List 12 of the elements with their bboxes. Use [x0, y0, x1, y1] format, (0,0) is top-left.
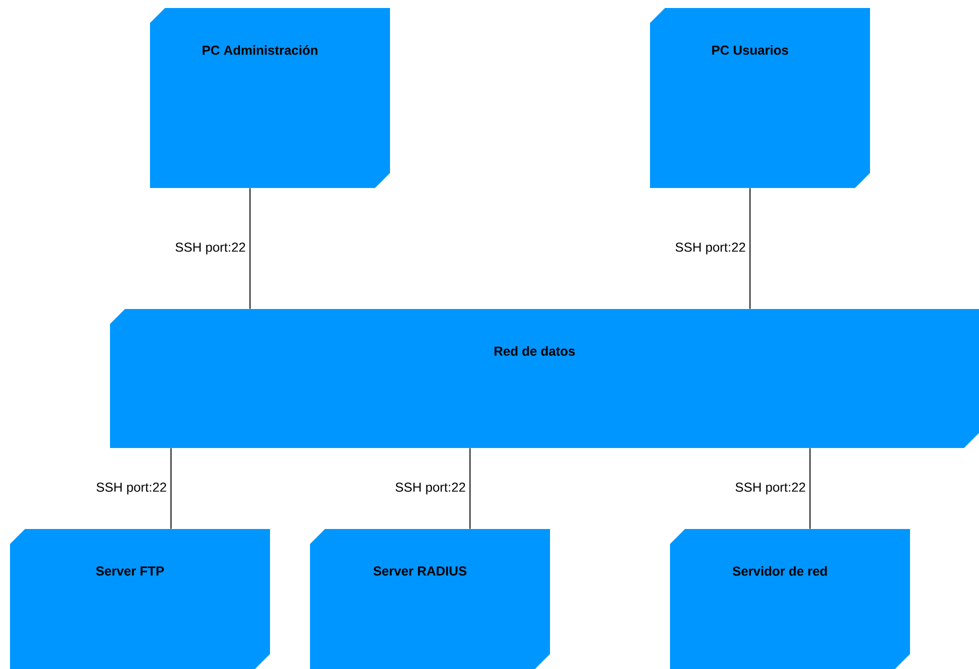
edge-label: SSH port:22 [176, 242, 246, 254]
node-box: Red de datos [110, 309, 979, 448]
node-box: Servidor de red [670, 529, 910, 669]
edge-label: SSH port:22 [676, 242, 746, 254]
node-box: PC Usuarios [650, 8, 870, 188]
node-box: Server RADIUS [310, 529, 550, 669]
edge-label: SSH port:22 [396, 482, 466, 494]
connector-line [170, 448, 172, 530]
edge-label: SSH port:22 [96, 482, 166, 494]
node-box: Server FTP [10, 529, 270, 669]
edge-label: SSH port:22 [736, 482, 806, 494]
node-box: PC Administración [150, 8, 390, 188]
